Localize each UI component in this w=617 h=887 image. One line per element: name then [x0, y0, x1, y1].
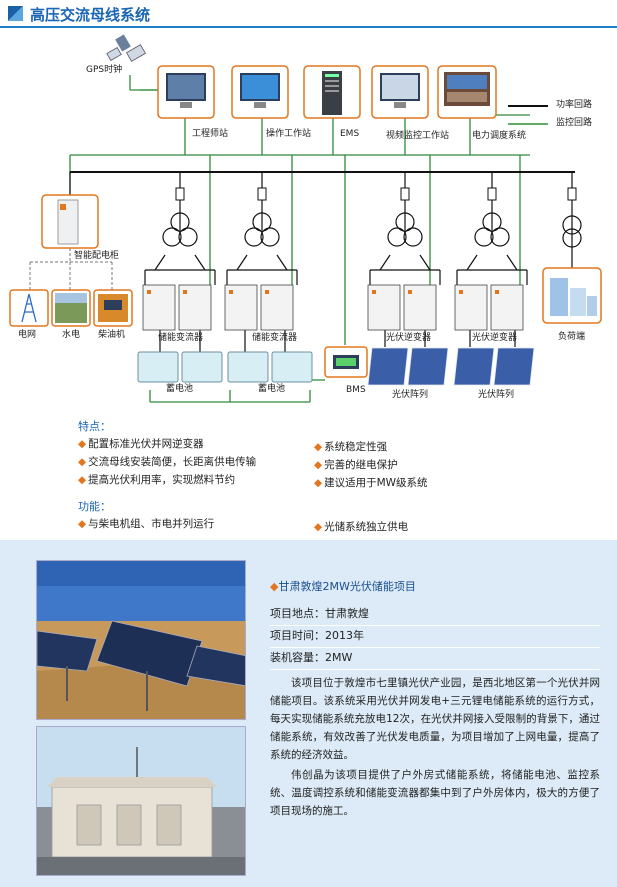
pv-panels [367, 347, 535, 386]
label-grid: 电网 [18, 330, 37, 340]
project-description: 该项目位于敦煌市七里镇光伏产业园，是西北地区第一个光伏并网储能项目。该系统采用光… [270, 677, 600, 761]
project-supply-note: 伟创晶为该项目提供了户外房式储能系统，将储能电池、监控系统、温度调控系统和储能变… [270, 769, 600, 817]
feature-item: ◆交流母线安装简便，长距离供电传输 [78, 456, 257, 468]
features-section: 特点： ◆配置标准光伏并网逆变器 ◆交流母线安装简便，长距离供电传输 ◆提高光伏… [0, 410, 617, 540]
label-pcs-1: 储能变流器 [158, 333, 204, 343]
legend-lines [508, 105, 548, 125]
transformers [162, 212, 582, 248]
label-smart-cabinet: 智能配电柜 [74, 251, 120, 261]
smart-cabinet-icon [41, 194, 99, 249]
label-gps: GPS时钟 [86, 65, 123, 75]
bms-icon [324, 346, 368, 378]
label-dispatch: 电力调度系统 [472, 131, 527, 141]
project-capacity: 装机容量：2MW [270, 648, 600, 670]
label-ems: EMS [340, 129, 360, 139]
solar-field-image [37, 561, 245, 719]
screens [166, 71, 490, 115]
feature-item: ◆提高光伏利用率，实现燃料节约 [78, 474, 236, 486]
breakers [175, 187, 577, 201]
power-branches [69, 172, 573, 352]
label-bms: BMS [346, 385, 366, 395]
label-battery-2: 蓄电池 [258, 384, 286, 394]
converter-stripes [147, 290, 499, 294]
label-load: 负荷端 [558, 332, 586, 342]
photo-storage-house [36, 726, 246, 876]
system-diagram: GPS时钟 工程师站 操作工作站 EMS 视频监控工作站 电力调度系统 功率回路… [0, 30, 617, 410]
feature-item: ◆建议适用于MW级系统 [314, 477, 428, 489]
function-item: ◆与柴电机组、市电并列运行 [78, 518, 215, 530]
label-diesel: 柴油机 [98, 330, 126, 340]
label-engineer: 工程师站 [192, 129, 229, 139]
source-links [29, 248, 113, 290]
header-square-icon [8, 6, 23, 21]
battery-units [137, 351, 313, 383]
storage-house-image [37, 727, 245, 875]
legend-power: 功率回路 [556, 100, 593, 110]
label-pv-inverter-2: 光伏逆变器 [472, 333, 518, 343]
feature-item: ◆配置标准光伏并网逆变器 [78, 438, 204, 450]
page-title: 高压交流母线系统 [30, 6, 151, 24]
legend-monitor: 监控回路 [556, 118, 593, 128]
converter-cabinets [142, 284, 524, 331]
source-pictures [21, 293, 128, 323]
label-video: 视频监控工作站 [386, 131, 450, 141]
label-pcs-2: 储能变流器 [252, 333, 298, 343]
label-pv-inverter-1: 光伏逆变器 [386, 333, 432, 343]
label-operator: 操作工作站 [266, 129, 312, 139]
gps-satellite-icon [106, 34, 146, 62]
feature-item: ◆系统稳定性强 [314, 441, 388, 453]
project-title: ◆甘肃敦煌2MW光伏储能项目 [270, 580, 416, 593]
feature-item: ◆完善的继电保护 [314, 459, 398, 471]
diagram-canvas [9, 34, 602, 403]
project-time: 项目时间：2013年 [270, 626, 600, 648]
header-bar: 高压交流母线系统 [0, 0, 617, 28]
features-title: 特点： [78, 420, 111, 433]
label-pv-array-1: 光伏阵列 [392, 390, 429, 400]
label-pv-array-2: 光伏阵列 [478, 390, 515, 400]
function-item: ◆光储系统独立供电 [314, 521, 409, 533]
project-section: ◆甘肃敦煌2MW光伏储能项目 项目地点：甘肃敦煌 项目时间：2013年 装机容量… [0, 540, 617, 887]
load-building-icon [542, 267, 602, 324]
label-battery-1: 蓄电池 [166, 384, 194, 394]
functions-title: 功能： [78, 500, 111, 513]
label-hydro: 水电 [62, 330, 81, 340]
project-location: 项目地点：甘肃敦煌 [270, 604, 600, 626]
photo-solar-field [36, 560, 246, 720]
